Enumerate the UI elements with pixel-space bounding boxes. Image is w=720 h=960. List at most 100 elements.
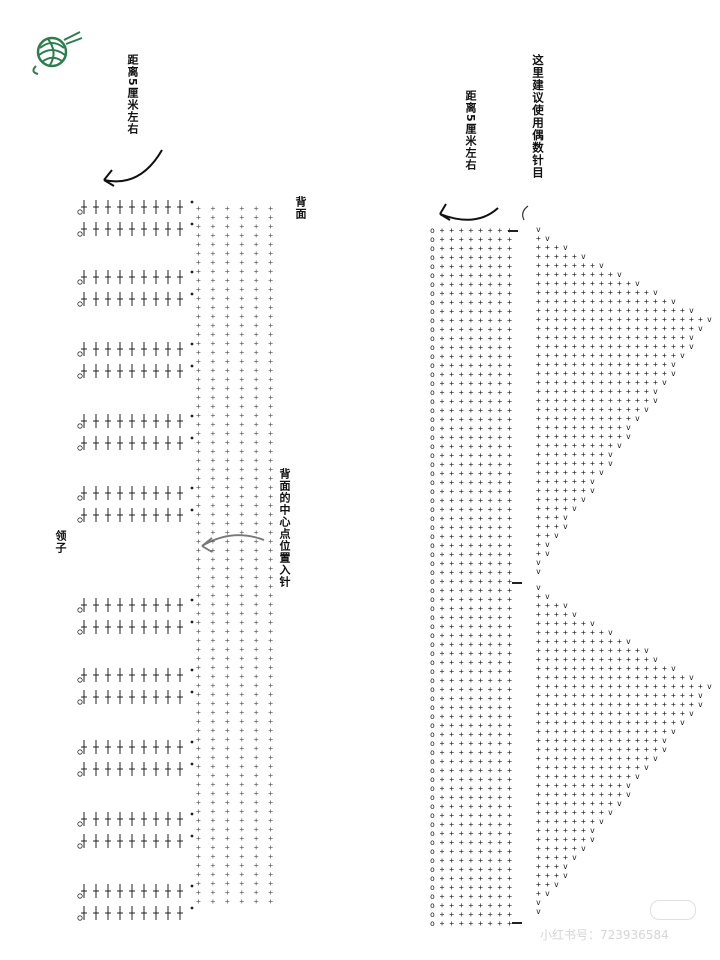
stitch-symbol: + (545, 835, 550, 844)
stitch-symbol: + (671, 700, 676, 709)
stitch-symbol: + (545, 691, 550, 700)
stitch-symbol: + (554, 441, 559, 450)
stitch-symbol: + (599, 405, 604, 414)
stitch-symbol: + (572, 387, 577, 396)
stitch-symbol: + (653, 709, 658, 718)
stitch-symbol: + (554, 610, 559, 619)
stitch-symbol: + (635, 306, 640, 315)
stitch-symbol: + (536, 396, 541, 405)
stitch-symbol: v (617, 799, 622, 808)
stitch-symbol: v (572, 610, 577, 619)
stitch-symbol: + (590, 378, 595, 387)
stitch-symbol: + (554, 637, 559, 646)
stitch-symbol: + (635, 736, 640, 745)
stitch-symbol: + (653, 682, 658, 691)
stitch-symbol: + (545, 718, 550, 727)
slip-stitch-dot (190, 620, 194, 624)
stitch-symbol: + (581, 826, 586, 835)
stitch-symbol: + (554, 628, 559, 637)
stitch-symbol: v (626, 432, 631, 441)
stitch-symbol: v (671, 369, 676, 378)
stitch-symbol: + (590, 297, 595, 306)
stitch-symbol: + (572, 486, 577, 495)
stitch-symbol: + (572, 772, 577, 781)
back-label: 背面 (294, 196, 307, 220)
stitch-symbol: + (581, 288, 586, 297)
stitch-symbol: v (662, 736, 667, 745)
distance-note-right: 距离5厘米左右 (464, 90, 477, 171)
stitch-symbol: + (599, 754, 604, 763)
stitch-symbol: + (563, 637, 568, 646)
stitch-symbol: + (644, 664, 649, 673)
stitch-symbol: + (680, 342, 685, 351)
stitch-symbol: + (617, 691, 622, 700)
stitch-symbol: + (536, 736, 541, 745)
slip-stitch-dot (190, 884, 194, 888)
chain-ring (77, 677, 83, 683)
stitch-symbol: + (662, 333, 667, 342)
stitch-symbol: + (572, 718, 577, 727)
stitch-symbol: + (536, 513, 541, 522)
stitch-symbol: + (536, 423, 541, 432)
stitch-symbol: v (680, 351, 685, 360)
stitch-symbol: v (635, 414, 640, 423)
stitch-symbol: + (617, 369, 622, 378)
stitch-symbol: + (545, 700, 550, 709)
stitch-symbol: + (572, 790, 577, 799)
stitch-symbol: + (554, 261, 559, 270)
stitch-symbol: + (608, 432, 613, 441)
watermark-badge (650, 900, 696, 920)
stitch-symbol: + (662, 682, 667, 691)
stitch-symbol: + (545, 781, 550, 790)
stitch-symbol: + (581, 450, 586, 459)
stitch-symbol: + (572, 396, 577, 405)
stitch-symbol: + (563, 405, 568, 414)
stitch-symbol: + (581, 342, 586, 351)
stitch-symbol: + (653, 333, 658, 342)
chain-ring (77, 771, 83, 777)
stitch-symbol: + (590, 781, 595, 790)
stitch-symbol: + (545, 531, 550, 540)
stitch-symbol: + (626, 700, 631, 709)
stitch-symbol: v (536, 907, 541, 916)
stitch-symbol: + (536, 333, 541, 342)
stitch-symbol: + (545, 423, 550, 432)
stitch-symbol: + (599, 288, 604, 297)
stitch-symbol: + (554, 315, 559, 324)
stitch-symbol: + (608, 691, 613, 700)
stitch-symbol: + (599, 700, 604, 709)
stitch-symbol: + (545, 495, 550, 504)
stitch-symbol: + (563, 646, 568, 655)
stitch-symbol: + (545, 450, 550, 459)
stitch-symbol: + (617, 637, 622, 646)
stitch-symbol: + (680, 324, 685, 333)
stitch-symbol: v (644, 763, 649, 772)
stitch-symbol: + (545, 817, 550, 826)
chain-ring (77, 893, 83, 899)
slip-stitch-dot (190, 740, 194, 744)
stitch-symbol: + (599, 378, 604, 387)
chain-ring (77, 231, 83, 237)
slip-stitch-dot (190, 436, 194, 440)
stitch-symbol: + (563, 261, 568, 270)
stitch-symbol: v (590, 477, 595, 486)
stitch-symbol: + (554, 450, 559, 459)
stitch-symbol: + (545, 477, 550, 486)
stitch-symbol: + (581, 718, 586, 727)
stitch-symbol: + (617, 279, 622, 288)
stitch-symbol: + (536, 844, 541, 853)
stitch-symbol: v (707, 315, 712, 324)
stitch-symbol: + (599, 414, 604, 423)
stitch-symbol: + (608, 781, 613, 790)
stitch-symbol: + (572, 754, 577, 763)
stitch-symbol: + (590, 772, 595, 781)
stitch-symbol: + (644, 369, 649, 378)
stitch-symbol: + (545, 655, 550, 664)
stitch-symbol: + (608, 682, 613, 691)
stitch-symbol: + (581, 763, 586, 772)
stitch-symbol: + (572, 619, 577, 628)
stitch-symbol: + (599, 808, 604, 817)
stitch-symbol: + (545, 646, 550, 655)
stitch-symbol: + (608, 754, 613, 763)
stitch-symbol: + (644, 342, 649, 351)
